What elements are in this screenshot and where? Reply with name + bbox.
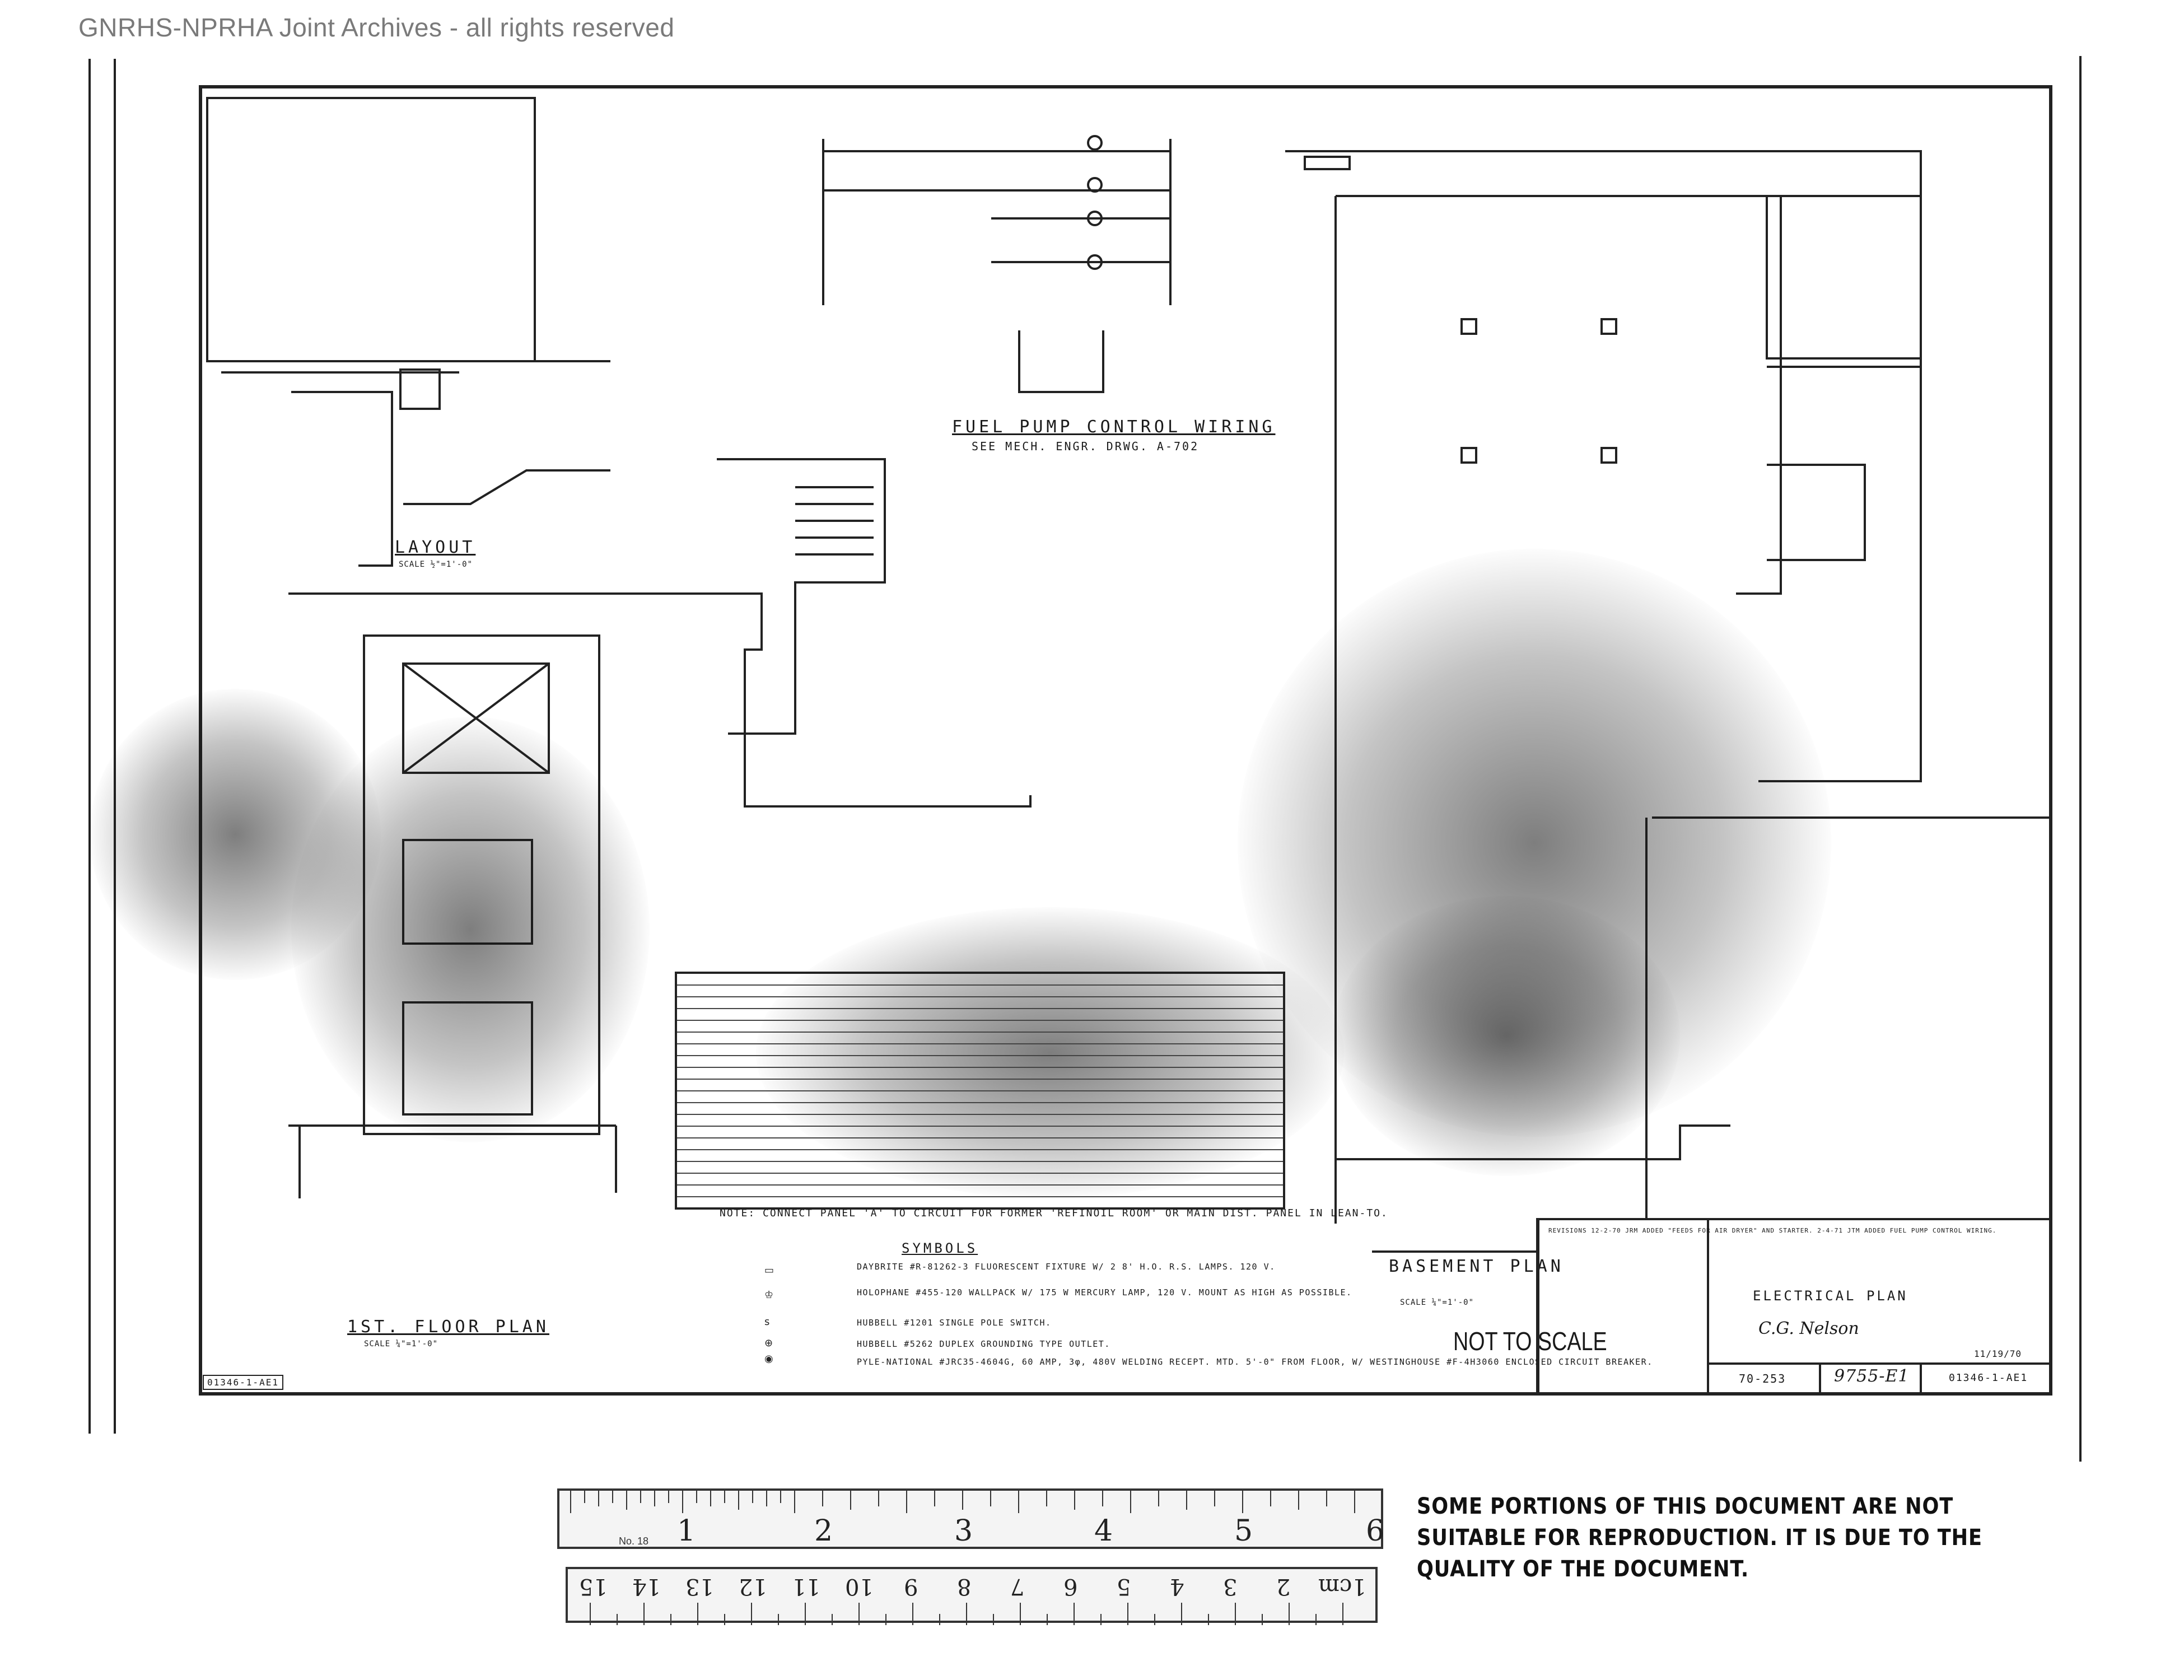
layout-title: LAYOUT: [395, 538, 476, 557]
title-block: [1537, 1218, 2052, 1394]
inch-label: 5: [1234, 1514, 1253, 1548]
cm-ticks: [590, 1603, 1343, 1625]
duplex-outlet-icon: ⊕: [764, 1337, 773, 1349]
symbols-legend-title: SYMBOLS: [902, 1240, 978, 1256]
ruler-model-label: No. 18: [619, 1536, 649, 1547]
cm-label: 11: [792, 1574, 820, 1599]
cm-label: 1cm: [1318, 1574, 1366, 1599]
switch-icon: s: [764, 1316, 770, 1328]
basement-plan-scale: SCALE ¼"=1'-0": [1400, 1298, 1474, 1307]
cm-label: 4: [1170, 1574, 1184, 1599]
revisions-note: REVISIONS 12-2-70 JRM ADDED "FEEDS FOR A…: [1548, 1227, 1997, 1234]
panel-connection-note: NOTE: CONNECT PANEL 'A' TO CIRCUIT FOR F…: [720, 1207, 1388, 1219]
fuel-pump-wiring-reference: SEE MECH. ENGR. DRWG. A-702: [972, 440, 1200, 453]
cm-label: 6: [1063, 1574, 1078, 1599]
sheet-number: 01346-1-AE1: [1949, 1372, 2028, 1384]
drawing-number: 9755-E1: [1834, 1366, 1910, 1386]
cm-label: 12: [739, 1574, 767, 1599]
not-to-scale-stamp: NOT TO SCALE: [1453, 1327, 1607, 1356]
symbol-description: HOLOPHANE #455-120 WALLPACK W/ 175 W MER…: [857, 1287, 1352, 1298]
cm-label: 7: [1010, 1574, 1025, 1599]
measuring-ruler: 1 2 3 4 5 6 1cm 2 3 4 5 6 7: [557, 1488, 1385, 1625]
cm-label: 8: [957, 1574, 972, 1599]
welding-receptacle-icon: ◉: [764, 1353, 773, 1365]
symbol-description: DAYBRITE #R-81262-3 FLUORESCENT FIXTURE …: [857, 1262, 1276, 1272]
fluorescent-fixture-icon: ▭: [764, 1264, 774, 1276]
fuel-pump-wiring-title: FUEL PUMP CONTROL WIRING: [952, 417, 1276, 437]
cm-label: 13: [685, 1574, 714, 1599]
inch-label: 4: [1094, 1514, 1113, 1548]
basement-plan-title: BASEMENT PLAN: [1389, 1257, 1564, 1276]
centimeter-scale: 1cm 2 3 4 5 6 7 8 9 10 11 12 13 14 15: [566, 1567, 1378, 1625]
sheet-reference-tag: 01346-1-AE1: [203, 1375, 283, 1390]
cm-label: 9: [904, 1574, 918, 1599]
inch-scale: 1 2 3 4 5 6: [557, 1488, 1385, 1549]
layout-scale: SCALE ½"=1'-0": [399, 560, 473, 569]
first-floor-plan-scale: SCALE ¼"=1'-0": [364, 1340, 438, 1348]
first-floor-plan-title: 1ST. FLOOR PLAN: [347, 1317, 549, 1337]
inch-label: 6: [1366, 1514, 1385, 1548]
engineer-signature: C.G. Nelson: [1758, 1319, 1859, 1338]
symbol-description: PYLE-NATIONAL #JRC35-4604G, 60 AMP, 3φ, …: [857, 1357, 1653, 1367]
scan-smudge: [1333, 896, 1680, 1176]
cm-label: 2: [1276, 1574, 1291, 1599]
panel-schedule-table: [675, 972, 1285, 1210]
drawing-date: 11/19/70: [1974, 1348, 2022, 1359]
inch-label: 2: [814, 1514, 833, 1548]
inch-label: 1: [677, 1514, 696, 1548]
cm-label: 15: [579, 1574, 608, 1599]
diesel-service-bldg: [206, 97, 536, 362]
inch-label: 3: [954, 1514, 973, 1548]
cm-label: 10: [845, 1574, 874, 1599]
cm-label: 14: [632, 1574, 661, 1599]
drawing-title: ELECTRICAL PLAN: [1753, 1288, 1908, 1304]
symbol-description: HUBBELL #1201 SINGLE POLE SWITCH.: [857, 1318, 1052, 1328]
reproduction-quality-warning: SOME PORTIONS OF THIS DOCUMENT ARE NOT S…: [1417, 1494, 1982, 1582]
archive-watermark: GNRHS-NPRHA Joint Archives - all rights …: [78, 13, 675, 42]
symbol-description: HUBBELL #5262 DUPLEX GROUNDING TYPE OUTL…: [857, 1339, 1110, 1349]
inch-ticks: [570, 1491, 1355, 1513]
cm-label: 5: [1117, 1574, 1131, 1599]
job-number: 70-253: [1739, 1372, 1786, 1385]
cm-label: 3: [1223, 1574, 1238, 1599]
scan-smudge: [291, 717, 650, 1142]
wallpack-icon: ♔: [764, 1289, 774, 1301]
